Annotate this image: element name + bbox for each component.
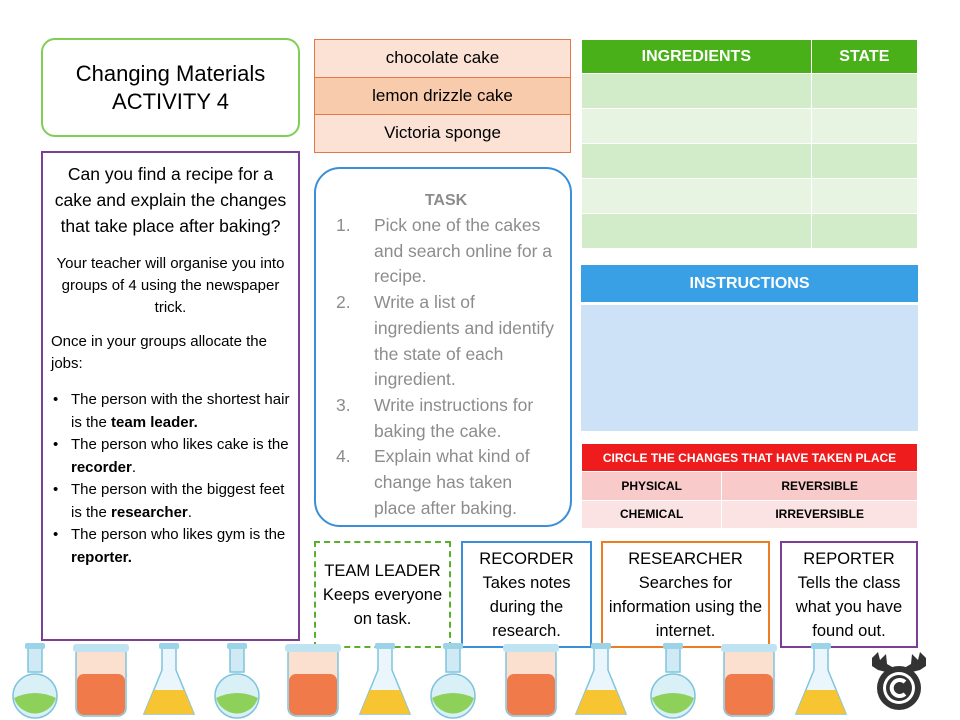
allocate-jobs-note: Once in your groups allocate the jobs: xyxy=(51,333,267,372)
task-step: 1.Pick one of the cakes and search onlin… xyxy=(336,215,553,287)
role-title: RESEARCHER xyxy=(628,549,743,568)
cake-options-table: chocolate cake lemon drizzle cake Victor… xyxy=(314,39,571,153)
changes-table: CIRCLE THE CHANGES THAT HAVE TAKEN PLACE… xyxy=(580,443,918,529)
role-title: REPORTER xyxy=(803,549,895,568)
instructions-writing-area[interactable] xyxy=(581,305,918,431)
role-card-team-leader: TEAM LEADER Keeps everyone on task. xyxy=(314,541,451,648)
state-cell[interactable] xyxy=(810,108,919,144)
main-question: Can you find a recipe for a cake and exp… xyxy=(54,164,287,236)
round-flask-icon xyxy=(214,643,260,719)
round-flask-icon xyxy=(650,643,696,719)
task-steps: 1.Pick one of the cakes and search onlin… xyxy=(336,213,556,521)
job-item-reporter: The person who likes gym is the reporter… xyxy=(51,524,290,569)
ingredient-cell[interactable] xyxy=(581,178,812,214)
instructions-panel: Can you find a recipe for a cake and exp… xyxy=(41,151,300,641)
change-option-irreversible[interactable]: IRREVERSIBLE xyxy=(721,499,918,529)
table-row: PHYSICAL REVERSIBLE xyxy=(580,471,918,501)
role-description: Tells the class what you have found out. xyxy=(795,573,903,640)
beaker-icon xyxy=(73,644,129,717)
role-title: RECORDER xyxy=(479,549,574,568)
cake-option: chocolate cake xyxy=(314,39,571,78)
job-item-recorder: The person who likes cake is the recorde… xyxy=(51,434,290,479)
role-card-reporter: REPORTER Tells the class what you have f… xyxy=(780,541,918,648)
table-row xyxy=(581,143,919,179)
activity-title-box: Changing Materials ACTIVITY 4 xyxy=(41,38,300,137)
task-title: TASK xyxy=(424,192,468,209)
table-row xyxy=(581,178,919,214)
moose-copyright-logo-icon xyxy=(872,652,926,710)
conical-flask-icon xyxy=(794,643,848,715)
role-description: Searches for information using the inter… xyxy=(608,573,763,640)
conical-flask-icon xyxy=(574,643,628,715)
ingredient-cell[interactable] xyxy=(581,73,812,109)
beaker-icon xyxy=(721,644,777,717)
conical-flask-icon xyxy=(142,643,196,715)
ingredient-cell[interactable] xyxy=(581,143,812,179)
round-flask-icon xyxy=(12,643,58,719)
ingredient-cell[interactable] xyxy=(581,213,812,249)
ingredients-header: INGREDIENTS xyxy=(581,39,812,74)
jobs-list: The person with the shortest hair is the… xyxy=(51,389,290,569)
role-card-recorder: RECORDER Takes notes during the research… xyxy=(461,541,592,648)
cake-option: lemon drizzle cake xyxy=(314,76,571,115)
beaker-icon xyxy=(285,644,341,717)
role-description: Keeps everyone on task. xyxy=(322,585,443,628)
task-box: TASK 1.Pick one of the cakes and search … xyxy=(314,167,572,527)
change-option-physical[interactable]: PHYSICAL xyxy=(580,471,723,501)
table-row xyxy=(581,73,919,109)
round-flask-icon xyxy=(430,643,476,719)
change-option-reversible[interactable]: REVERSIBLE xyxy=(721,471,918,501)
role-card-researcher: RESEARCHER Searches for information usin… xyxy=(601,541,770,648)
job-item-researcher: The person with the biggest feet is the … xyxy=(51,479,290,524)
activity-title: Changing Materials xyxy=(75,60,266,86)
instructions-heading: INSTRUCTIONS xyxy=(581,265,918,302)
state-cell[interactable] xyxy=(810,213,919,249)
role-description: Takes notes during the research. xyxy=(482,573,571,640)
changes-heading: CIRCLE THE CHANGES THAT HAVE TAKEN PLACE xyxy=(581,443,918,472)
table-row xyxy=(581,108,919,144)
task-step: 3.Write instructions for baking the cake… xyxy=(336,394,534,441)
change-option-chemical[interactable]: CHEMICAL xyxy=(580,499,723,529)
activity-number: ACTIVITY 4 xyxy=(112,88,229,114)
job-item-team-leader: The person with the shortest hair is the… xyxy=(51,389,290,434)
task-step: 2.Write a list of ingredients and identi… xyxy=(336,292,554,390)
table-row: CHEMICAL IRREVERSIBLE xyxy=(580,499,918,529)
state-header: STATE xyxy=(810,39,919,74)
state-cell[interactable] xyxy=(810,143,919,179)
role-title: TEAM LEADER xyxy=(324,561,441,580)
state-cell[interactable] xyxy=(810,178,919,214)
flask-decoration-row xyxy=(0,640,960,720)
ingredients-table: INGREDIENTS STATE xyxy=(581,39,919,249)
beaker-icon xyxy=(503,644,559,717)
grouping-note: Your teacher will organise you into grou… xyxy=(56,255,285,316)
cake-option: Victoria sponge xyxy=(314,114,571,153)
state-cell[interactable] xyxy=(810,73,919,109)
ingredient-cell[interactable] xyxy=(581,108,812,144)
table-row xyxy=(581,213,919,249)
conical-flask-icon xyxy=(358,643,412,715)
task-step: 4.Explain what kind of change has taken … xyxy=(336,446,530,518)
